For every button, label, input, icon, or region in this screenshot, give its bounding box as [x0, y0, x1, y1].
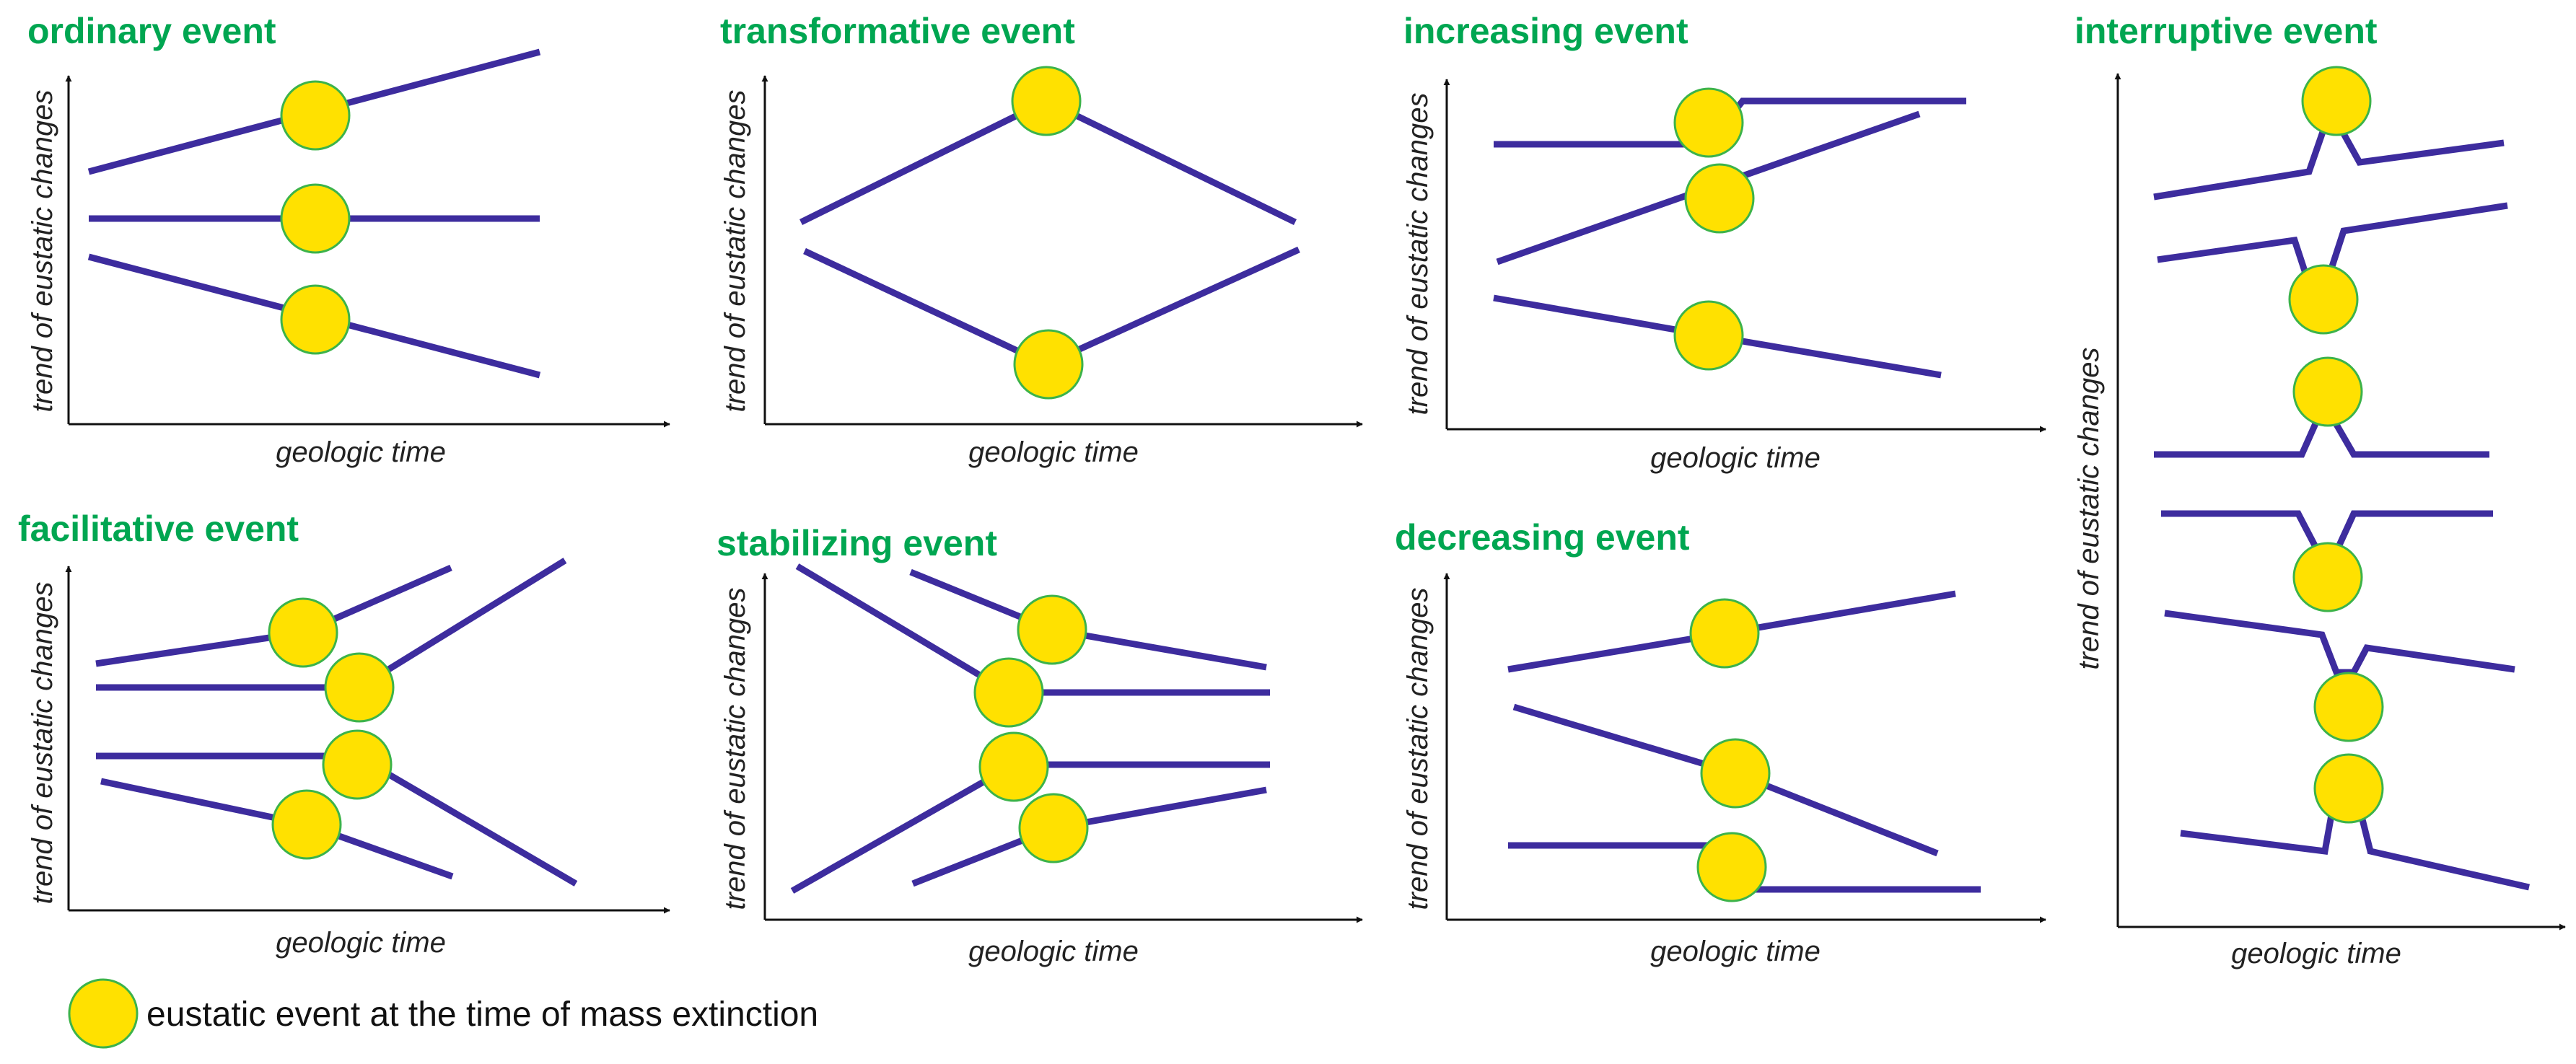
eustatic-event-circle [2292, 542, 2363, 612]
panel-title-facilitative: facilitative event [18, 509, 299, 549]
y-axis-label: trend of eustatic changes [1402, 588, 1434, 910]
eustatic-event-circle [322, 729, 393, 800]
axes-ordinary: geologic time trend of eustatic changes [27, 75, 670, 468]
x-axis-label: geologic time [276, 436, 446, 468]
eustatic-event-circle [280, 284, 351, 355]
axes-decreasing: geologic time trend of eustatic changes [1402, 573, 2046, 967]
axes-transformative: geologic time trend of eustatic changes [719, 75, 1363, 468]
eustatic-event-circle [280, 183, 351, 254]
x-axis-label: geologic time [1650, 442, 1821, 474]
panel-facilitative: facilitative event geologic time trend of… [18, 509, 670, 959]
eustatic-event-circle [271, 789, 342, 860]
axes-stabilizing: geologic time trend of eustatic changes [719, 573, 1363, 967]
panel-transformative: transformative event geologic time trend … [719, 11, 1363, 468]
eustatic-event-circle [324, 652, 395, 723]
panel-increasing: increasing event geologic time trend of e… [1402, 11, 2046, 474]
y-axis-label: trend of eustatic changes [1402, 93, 1434, 416]
yellow-circle-icon [68, 978, 139, 1049]
eustatic-event-circle [1017, 594, 1087, 665]
panel-title-interruptive: interruptive event [2075, 11, 2378, 51]
y-axis-label: trend of eustatic changes [719, 90, 751, 413]
eustatic-event-circle [1011, 66, 1082, 136]
x-axis-label: geologic time [2231, 938, 2401, 970]
eustatic-event-circle [1018, 793, 1089, 863]
eustatic-event-circle [1673, 87, 1744, 158]
panel-title-increasing: increasing event [1403, 11, 1688, 51]
circles-facilitative [268, 597, 395, 860]
trend-line [909, 568, 1267, 671]
x-axis-label: geologic time [276, 927, 446, 959]
eustatic-event-circle [2288, 264, 2359, 335]
circles-interruptive [2288, 66, 2384, 824]
eustatic-event-circle [1684, 163, 1755, 234]
panel-title-decreasing: decreasing event [1395, 517, 1690, 558]
circles-transformative [1011, 66, 1084, 400]
axes-facilitative: geologic time trend of eustatic changes [27, 566, 670, 959]
eustatic-event-circle [2301, 66, 2372, 136]
x-axis-label: geologic time [1650, 936, 1821, 967]
eustatic-event-circle [280, 80, 351, 151]
circles-ordinary [280, 80, 351, 355]
axes-interruptive: geologic time trend of eustatic changes [2073, 73, 2566, 970]
circles-increasing [1673, 87, 1755, 371]
panel-title-stabilizing: stabilizing event [717, 523, 997, 563]
trend-line [911, 786, 1267, 887]
eustatic-event-circle [2292, 356, 2363, 427]
panel-interruptive: interruptive event geologic time trend of… [2073, 11, 2566, 970]
trend-line [2164, 610, 2515, 676]
panel-title-ordinary: ordinary event [27, 11, 276, 51]
eustatic-event-circle [1696, 832, 1767, 902]
eustatic-event-circle [268, 597, 338, 668]
panel-stabilizing: stabilizing event geologic time trend of … [717, 523, 1363, 967]
panel-ordinary: ordinary event geologic time trend of eus… [27, 11, 670, 468]
trend-line [2154, 418, 2489, 458]
lines-transformative [799, 97, 1300, 368]
y-axis-label: trend of eustatic changes [27, 582, 58, 905]
y-axis-label: trend of eustatic changes [2073, 348, 2105, 670]
panel-title-transformative: transformative event [720, 11, 1075, 51]
trend-line [2153, 126, 2505, 201]
eustatic-event-circle [2313, 672, 2384, 742]
y-axis-label: trend of eustatic changes [27, 90, 58, 413]
eustatic-event-circle [978, 731, 1049, 802]
y-axis-label: trend of eustatic changes [719, 588, 751, 910]
axes-increasing: geologic time trend of eustatic changes [1402, 79, 2046, 474]
eustatic-event-circle [973, 657, 1044, 728]
x-axis-label: geologic time [968, 436, 1139, 468]
panel-decreasing: decreasing event geologic time trend of e… [1395, 517, 2046, 967]
circles-stabilizing [973, 594, 1089, 863]
legend-text: eustatic event at the time of mass extin… [146, 995, 818, 1034]
x-axis-label: geologic time [968, 936, 1139, 967]
eustatic-event-circle [2313, 753, 2384, 824]
circles-decreasing [1689, 598, 1771, 902]
eustatic-event-circle [1700, 738, 1771, 809]
eustatic-event-circle [1013, 329, 1084, 400]
legend: eustatic event at the time of mass extin… [68, 978, 818, 1049]
eustatic-event-circle [1689, 598, 1760, 669]
eustatic-event-circle [1673, 300, 1744, 371]
